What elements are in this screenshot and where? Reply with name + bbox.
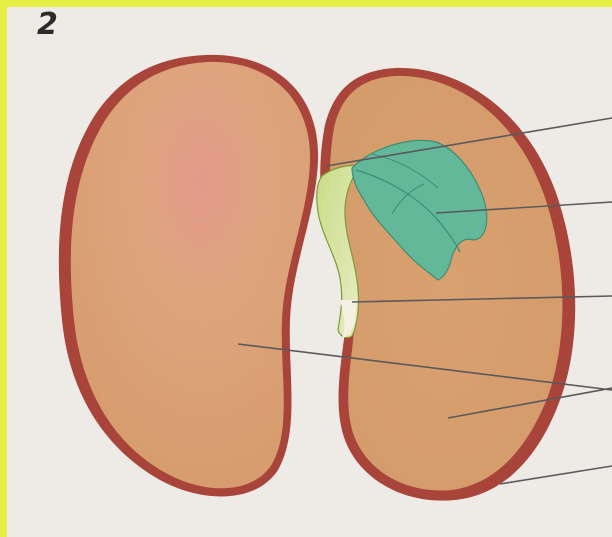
left-cotyledon: [59, 55, 318, 497]
right-cotyledon: [320, 68, 575, 501]
